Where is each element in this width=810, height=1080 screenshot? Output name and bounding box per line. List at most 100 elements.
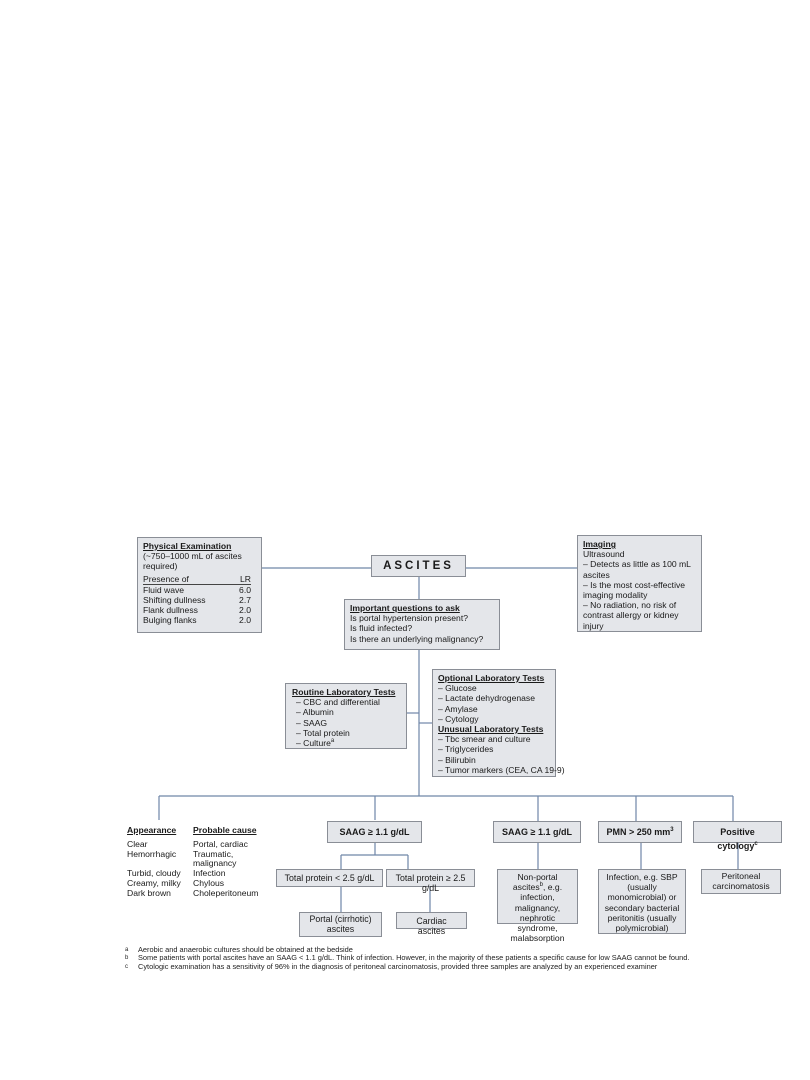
lr-value: 2.7 bbox=[239, 594, 251, 605]
appearance-row: Dark brown Choleperitoneum bbox=[127, 887, 259, 899]
connector-saag-split bbox=[340, 843, 409, 869]
imaging-subtitle: Ultrasound bbox=[583, 549, 625, 560]
footnote-mark-b: b bbox=[539, 882, 543, 889]
footnote-text: Cytologic examination has a sensitivity … bbox=[138, 961, 658, 971]
total-protein-high-label: Total protein ≥ 2.5 g/dL bbox=[395, 873, 466, 893]
infection-label: Infection, e.g. SBP (usually monomicrobi… bbox=[604, 872, 680, 934]
appearance-value: Clear bbox=[127, 838, 148, 849]
portal-ascites-box: Portal (cirrhotic) ascites bbox=[299, 912, 382, 937]
appearance-value: Creamy, milky bbox=[127, 877, 181, 888]
footnote-mark: c bbox=[125, 963, 128, 970]
appearance-value: Turbid, cloudy bbox=[127, 868, 181, 879]
lr-sign: Bulging flanks bbox=[143, 614, 197, 625]
cytology-box: Positive cytologyc bbox=[693, 821, 782, 851]
probable-cause-value: Portal, cardiac bbox=[193, 838, 248, 849]
lr-row: Fluid wave 6.0 bbox=[143, 584, 251, 595]
routine-test-item: – SAAG bbox=[296, 717, 328, 728]
total-protein-low-box: Total protein < 2.5 g/dL bbox=[276, 869, 383, 887]
routine-test-item: – Total protein bbox=[296, 727, 350, 738]
footnote-mark-a: a bbox=[330, 738, 335, 745]
pmn-label: PMN > 250 mm bbox=[606, 827, 671, 837]
pmn-box: PMN > 250 mm3 bbox=[598, 821, 682, 843]
cytology-label: Positive cytology bbox=[717, 827, 755, 851]
ascites-title: ASCITES bbox=[383, 560, 454, 572]
optional-test-item: – Glucose bbox=[438, 683, 477, 694]
routine-tests-title: Routine Laboratory Tests bbox=[292, 687, 396, 697]
appearance-value: Dark brown bbox=[127, 887, 171, 898]
footnote: b Some patients with portal ascites have … bbox=[125, 953, 785, 963]
saag-high-box: SAAG ≥ 1.1 g/dL bbox=[327, 821, 422, 843]
appearance-row: Clear Portal, cardiac bbox=[127, 838, 258, 850]
routine-test-item-culture: – Culturea bbox=[292, 738, 401, 748]
question-item: Is portal hypertension present? bbox=[350, 613, 468, 624]
footnote-text: Some patients with portal ascites have a… bbox=[138, 953, 690, 963]
unusual-test-item: – Tbc smear and culture bbox=[438, 734, 531, 745]
appearance-header: Appearance bbox=[127, 825, 177, 835]
unusual-test-item: – Triglycerides bbox=[438, 744, 494, 755]
probable-cause-header: Probable cause bbox=[193, 825, 257, 835]
total-protein-low-label: Total protein < 2.5 g/dL bbox=[284, 873, 375, 883]
cardiac-ascites-box: Cardiac ascites bbox=[396, 912, 467, 936]
probable-cause-value: Infection bbox=[193, 868, 226, 879]
lr-header-lr: LR bbox=[233, 573, 251, 585]
lr-sign: Shifting dullness bbox=[143, 594, 206, 605]
probable-cause-value: Traumatic, malignancy bbox=[193, 848, 237, 869]
lr-value: 6.0 bbox=[239, 584, 251, 595]
non-portal-box: Non-portal ascitesb, e.g. infection, mal… bbox=[497, 869, 578, 943]
optional-test-item: – Lactate dehydrogenase bbox=[438, 693, 535, 704]
routine-test-culture: – Culture bbox=[296, 738, 331, 749]
saag-low-box: SAAG ≥ 1.1 g/dL bbox=[493, 821, 581, 843]
carcinomatosis-label: Peritoneal carcinomatosis bbox=[712, 871, 770, 891]
total-protein-high-box: Total protein ≥ 2.5 g/dL bbox=[386, 869, 475, 893]
imaging-item: – Is the most cost-effective imaging mod… bbox=[583, 579, 686, 601]
imaging-item: – Detects as little as 100 mL ascites bbox=[583, 559, 691, 580]
unusual-tests-title: Unusual Laboratory Tests bbox=[438, 724, 544, 735]
non-portal-label: Non-portal ascites bbox=[512, 872, 558, 893]
appearance-value: Hemorrhagic bbox=[127, 848, 177, 859]
imaging-item: – No radiation, no risk of contrast alle… bbox=[583, 600, 679, 631]
portal-ascites-label: Portal (cirrhotic) ascites bbox=[309, 914, 372, 934]
footnote-mark-c: c bbox=[754, 841, 758, 847]
questions-box: Important questions to ask Is portal hyp… bbox=[344, 599, 500, 650]
question-item: Is fluid infected? bbox=[350, 623, 413, 634]
imaging-box: Imaging Ultrasound – Detects as little a… bbox=[577, 535, 702, 632]
probable-cause-value: Chylous bbox=[193, 877, 225, 888]
carcinomatosis-box: Peritoneal carcinomatosis bbox=[701, 869, 781, 894]
appearance-table: Appearance Probable cause Clear Portal, c… bbox=[127, 825, 259, 899]
pmn-superscript: 3 bbox=[670, 827, 674, 833]
saag-low-label: SAAG ≥ 1.1 g/dL bbox=[502, 827, 572, 837]
question-item: Is there an underlying malignancy? bbox=[350, 633, 484, 644]
non-portal-detail: , e.g. infection, malignancy, nephrotic … bbox=[510, 882, 565, 944]
footnote-mark: b bbox=[125, 955, 129, 962]
lr-value: 2.0 bbox=[239, 614, 251, 625]
unusual-test-item: – Tumor markers (CEA, CA 19-9) bbox=[438, 764, 565, 775]
lr-header-presence: Presence of bbox=[143, 573, 234, 585]
questions-title: Important questions to ask bbox=[350, 603, 460, 613]
appearance-row: Hemorrhagic Traumatic, malignancy bbox=[127, 848, 258, 870]
lr-row: Shifting dullness 2.7 bbox=[143, 595, 251, 605]
optional-test-item: – Cytology bbox=[438, 713, 479, 724]
lr-sign: Fluid wave bbox=[143, 584, 185, 595]
physical-exam-title: Physical Examination bbox=[143, 541, 232, 551]
probable-cause-value: Choleperitoneum bbox=[193, 887, 259, 898]
imaging-title: Imaging bbox=[583, 539, 616, 549]
saag-high-label: SAAG ≥ 1.1 g/dL bbox=[339, 827, 410, 837]
lr-sign: Flank dullness bbox=[143, 604, 198, 615]
lr-row: Bulging flanks 2.0 bbox=[143, 615, 251, 625]
routine-test-item: – CBC and differential bbox=[296, 697, 380, 708]
footnote-text: Aerobic and anaerobic cultures should be… bbox=[138, 945, 353, 954]
physical-exam-subtitle: (~750–1000 mL of ascites required) bbox=[143, 551, 242, 572]
appearance-row: Turbid, cloudy Infection bbox=[127, 868, 258, 879]
lr-table: Presence of LR Fluid wave 6.0 Shifting du… bbox=[143, 573, 251, 625]
ascites-title-box: ASCITES bbox=[371, 555, 466, 577]
routine-test-item: – Albumin bbox=[296, 707, 334, 718]
optional-test-item: – Amylase bbox=[438, 703, 478, 714]
footnote: c Cytologic examination has a sensitivity… bbox=[125, 961, 785, 971]
lr-value: 2.0 bbox=[239, 604, 251, 615]
lr-row: Flank dullness 2.0 bbox=[143, 605, 251, 615]
appearance-row: Creamy, milky Chylous bbox=[127, 877, 258, 889]
optional-tests-box: Optional Laboratory Tests – Glucose – La… bbox=[432, 669, 565, 777]
